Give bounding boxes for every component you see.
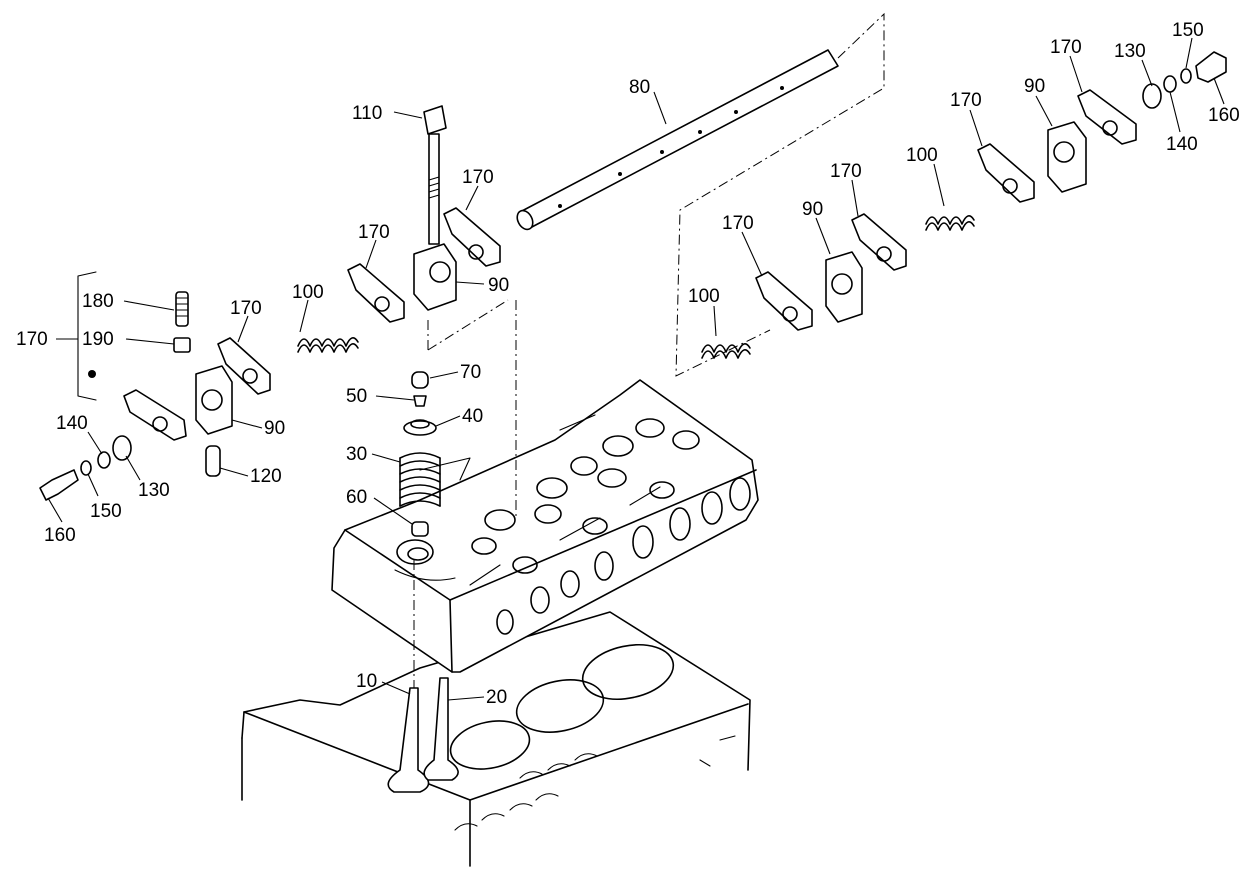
callout-170: 170 [358,222,390,243]
left-rocker-assembly [39,105,517,520]
callout-150: 150 [90,501,122,522]
callout-20: 20 [486,687,507,708]
callout-30: 30 [346,444,367,465]
leader-lines [47,37,1225,701]
callout-100: 100 [906,145,938,166]
callout-180: 180 [82,291,114,312]
callout-160: 160 [1208,105,1240,126]
callout-160: 160 [44,525,76,546]
right-rocker-assembly [701,51,1227,359]
callout-170: 170 [950,90,982,111]
engine-block [241,611,751,867]
callout-90: 90 [264,418,285,439]
callout-140: 140 [56,413,88,434]
callout-90: 90 [488,275,509,296]
rocker-shaft [516,12,885,377]
callout-110: 110 [352,103,382,124]
callout-70: 70 [460,362,481,383]
callout-150: 150 [1172,20,1204,41]
callout-170: 170 [462,167,494,188]
callout-170: 170 [16,329,48,350]
callout-140: 140 [1166,134,1198,155]
callout-100: 100 [292,282,324,303]
callout-130: 130 [138,480,170,501]
callout-50: 50 [346,386,367,407]
valve-spring-stack [399,371,441,561]
callout-80: 80 [629,77,650,98]
callout-10: 10 [356,671,377,692]
callout-100: 100 [688,286,720,307]
callout-130: 130 [1114,41,1146,62]
callout-90: 90 [802,199,823,220]
callout-60: 60 [346,487,367,508]
callout-170: 170 [722,213,754,234]
callout-190: 190 [82,329,114,350]
callout-90: 90 [1024,76,1045,97]
valves [387,560,459,793]
callout-labels: 80 110 170 170 170 170 170 170 170 170 9… [16,20,1240,708]
callout-170: 170 [230,298,262,319]
callout-40: 40 [462,406,483,427]
cylinder-head [331,379,759,673]
callout-120: 120 [250,466,282,487]
callout-170: 170 [1050,37,1082,58]
callout-170: 170 [830,161,862,182]
